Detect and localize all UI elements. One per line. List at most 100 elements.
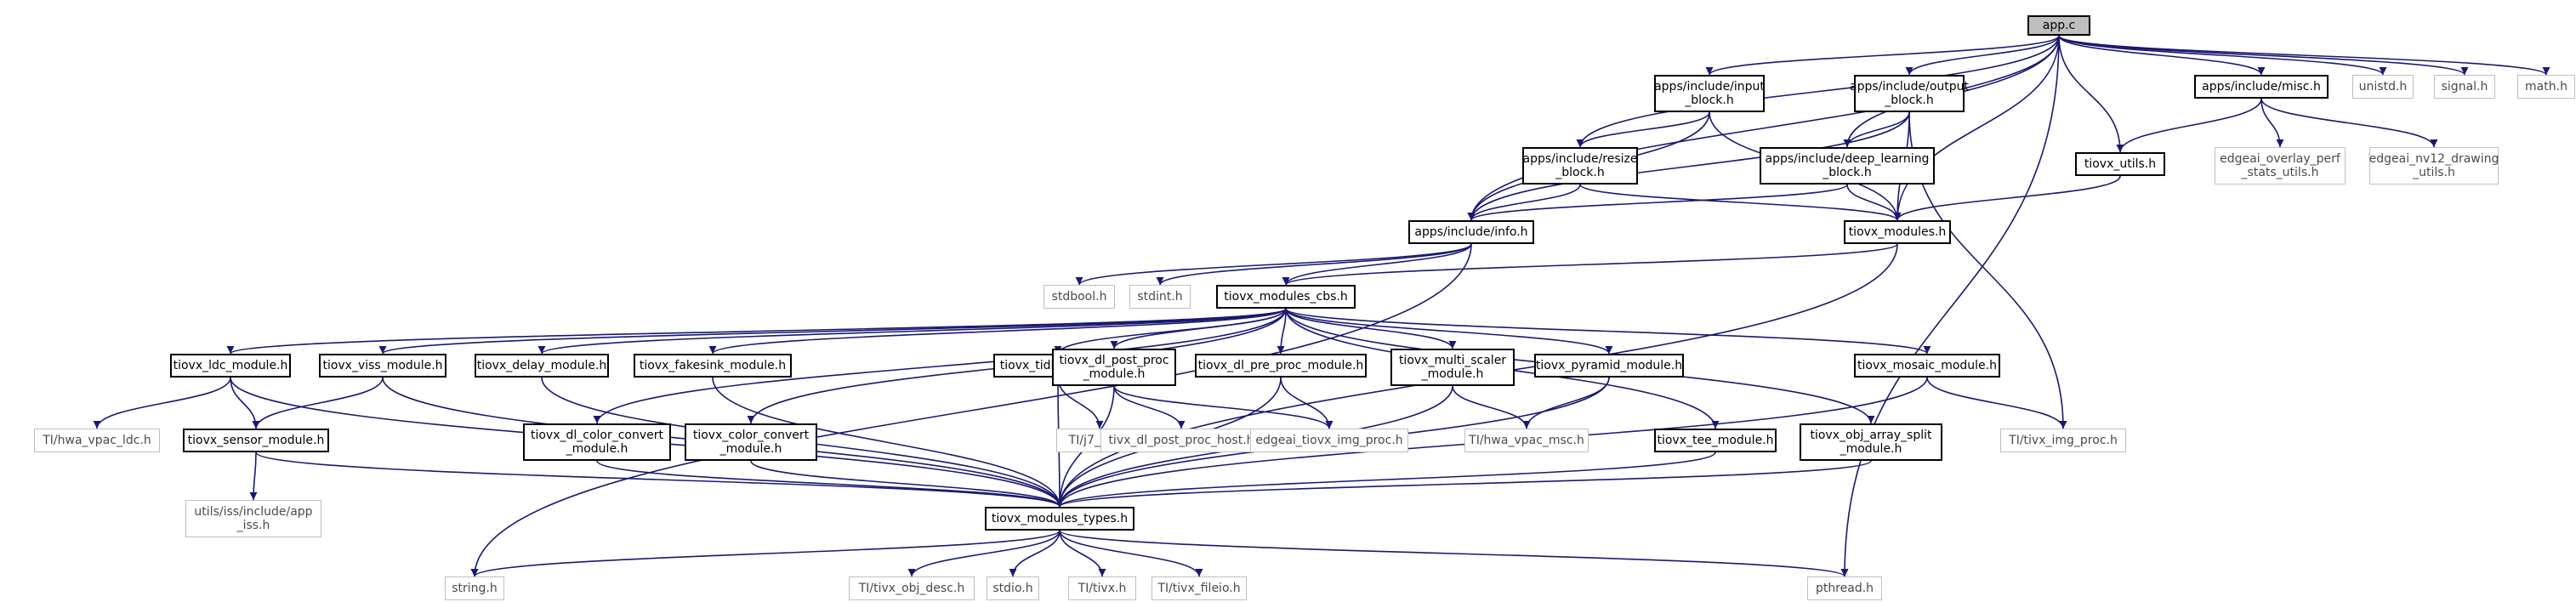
edge-modules-cbs-to-ldc (226, 308, 1287, 355)
node-signal: signal.h (2434, 75, 2495, 99)
edge-modules-types-to-stdio (1009, 530, 1061, 577)
edge-obj-array-split-to-modules-types (1055, 460, 1872, 508)
edge-sensor-to-modules-types (255, 452, 1064, 508)
node-multi-scaler[interactable]: tiovx_multi_scaler _module.h (1390, 349, 1515, 386)
node-label: stdbool.h (1051, 290, 1107, 304)
edge-modules-cbs-to-fakesink (708, 308, 1287, 355)
node-hwa-vpac-msc: TI/hwa_vpac_msc.h (1464, 429, 1589, 452)
node-modules-cbs[interactable]: tiovx_modules_cbs.h (1216, 285, 1356, 309)
edge-info-to-string (470, 243, 1472, 577)
edge-modules-cbs-to-dl-color-convert (593, 308, 1287, 424)
edge-app-c-to-input-block (1705, 35, 2060, 76)
edge-info-to-stdint (1156, 243, 1472, 286)
edge-misc-to-tiovx-utils (2116, 98, 2262, 153)
node-string: string.h (445, 576, 504, 600)
node-label: tiovx_pyramid_module.h (1535, 359, 1683, 372)
node-color-convert[interactable]: tiovx_color_convert _module.h (685, 423, 817, 461)
node-math: math.h (2517, 75, 2575, 99)
node-misc[interactable]: apps/include/misc.h (2194, 75, 2329, 99)
node-label: tiovx_dl_color_convert _module.h (530, 429, 664, 456)
edge-modules-cbs-to-mosaic (1285, 308, 1931, 355)
node-label: TI/tivx_obj_desc.h (858, 582, 965, 595)
edge-app-c-to-pthread (1840, 35, 2060, 577)
node-label: TI/tivx.h (1078, 582, 1127, 595)
edge-tiovx-utils-to-tiovx-modules (1893, 175, 2121, 221)
node-sensor[interactable]: tiovx_sensor_module.h (183, 429, 329, 452)
edge-tiovx-modules-to-modules-cbs (1282, 243, 1898, 286)
node-obj-array-split[interactable]: tiovx_obj_array_split _module.h (1800, 423, 1942, 461)
node-label: apps/include/deep_learning _block.h (1765, 152, 1930, 179)
edge-misc-to-nv12-drawing (2260, 98, 2438, 148)
node-dl-pre[interactable]: tiovx_dl_pre_proc_module.h (1195, 354, 1367, 378)
node-output-block[interactable]: apps/include/output _block.h (1850, 75, 1969, 112)
edge-fakesink-to-modules-types (712, 377, 1064, 508)
node-label: TI/hwa_vpac_ldc.h (43, 434, 151, 447)
node-modules-types[interactable]: tiovx_modules_types.h (985, 507, 1134, 531)
node-dl-color-convert[interactable]: tiovx_dl_color_convert _module.h (523, 423, 671, 461)
node-label: tiovx_modules.h (1848, 225, 1947, 239)
node-label: tiovx_tee_module.h (1657, 434, 1774, 447)
node-unistd: unistd.h (2352, 75, 2414, 99)
node-label: tiovx_utils.h (2084, 157, 2157, 171)
edge-viss-to-sensor (252, 377, 384, 429)
node-label: TI/hwa_vpac_msc.h (1469, 434, 1584, 447)
node-resize-block[interactable]: apps/include/resize _block.h (1522, 147, 1638, 185)
node-fakesink[interactable]: tiovx_fakesink_module.h (634, 354, 792, 378)
node-label: string.h (452, 582, 498, 595)
edge-dl-post-to-edgeai-img-proc (1113, 385, 1333, 429)
node-label: tiovx_modules_types.h (991, 512, 1129, 525)
node-stdint: stdint.h (1129, 285, 1191, 309)
edge-info-to-stdbool (1075, 243, 1472, 286)
node-deep-learning[interactable]: apps/include/deep_learning _block.h (1760, 147, 1935, 185)
node-label: TI/tivx_fileio.h (1157, 582, 1241, 595)
edge-tee-to-modules-types (1055, 452, 1716, 508)
node-tiovx-utils[interactable]: tiovx_utils.h (2075, 152, 2165, 176)
edge-app-c-to-signal (2058, 35, 2469, 76)
edge-dl-post-to-dl-post-host (1113, 385, 1186, 429)
node-label: edgeai_overlay_perf _stats_utils.h (2220, 152, 2340, 179)
edge-misc-to-overlay-perf (2260, 98, 2284, 148)
node-label: tiovx_modules_cbs.h (1224, 290, 1348, 304)
node-tiovx-modules[interactable]: tiovx_modules.h (1844, 220, 1951, 244)
node-label: stdint.h (1137, 290, 1183, 304)
edge-pyramid-to-hwa-vpac-msc (1522, 377, 1610, 429)
node-label: math.h (2525, 80, 2567, 94)
edge-modules-types-to-pthread (1059, 530, 1849, 577)
node-stdio: stdio.h (987, 576, 1039, 600)
edge-modules-cbs-to-viss (378, 308, 1287, 355)
edge-modules-types-to-obj-desc (907, 530, 1061, 577)
node-tee[interactable]: tiovx_tee_module.h (1654, 429, 1777, 452)
node-edgeai-img-proc: edgeai_tiovx_img_proc.h (1250, 429, 1408, 452)
node-hwa-vpac-ldc: TI/hwa_vpac_ldc.h (34, 429, 160, 452)
node-viss[interactable]: tiovx_viss_module.h (319, 354, 446, 378)
edge-app-c-to-output-block (1905, 35, 2060, 76)
node-app-c[interactable]: app.c (2027, 15, 2090, 36)
edge-app-c-to-misc (2058, 35, 2266, 76)
edge-deep-learning-to-info (1467, 184, 1848, 221)
node-dl-post[interactable]: tiovx_dl_post_proc _module.h (1052, 349, 1176, 386)
node-label: apps/include/output _block.h (1850, 80, 1969, 107)
node-label: tiovx_color_convert _module.h (692, 429, 810, 456)
node-input-block[interactable]: apps/include/input _block.h (1654, 75, 1765, 112)
node-label: signal.h (2441, 80, 2488, 94)
edge-dl-pre-to-edgeai-img-proc (1280, 377, 1333, 429)
node-mosaic[interactable]: tiovx_mosaic_module.h (1854, 354, 2000, 378)
edge-sensor-to-app-iss (249, 452, 258, 501)
node-delay[interactable]: tiovx_delay_module.h (475, 354, 609, 378)
node-app-iss: utils/iss/include/app _iss.h (185, 500, 321, 537)
node-info[interactable]: apps/include/info.h (1408, 220, 1534, 244)
node-label: apps/include/info.h (1414, 225, 1528, 239)
node-label: apps/include/input _block.h (1654, 80, 1765, 107)
edge-resize-block-to-tiovx-modules (1579, 184, 1902, 221)
edge-modules-cbs-to-dl-pre (1277, 308, 1287, 355)
node-label: tiovx_dl_pre_proc_module.h (1197, 359, 1364, 372)
node-label: tiovx_viss_module.h (322, 359, 443, 372)
node-pyramid[interactable]: tiovx_pyramid_module.h (1534, 354, 1684, 378)
edge-app-c-to-tiovx-utils (2058, 35, 2124, 153)
edge-app-c-to-resize-block (1576, 35, 2060, 148)
node-pthread: pthread.h (1807, 576, 1882, 600)
node-tivx-img-proc: TI/tivx_img_proc.h (2000, 429, 2126, 452)
node-stdbool: stdbool.h (1043, 285, 1115, 309)
node-ldc[interactable]: tiovx_ldc_module.h (170, 354, 291, 378)
